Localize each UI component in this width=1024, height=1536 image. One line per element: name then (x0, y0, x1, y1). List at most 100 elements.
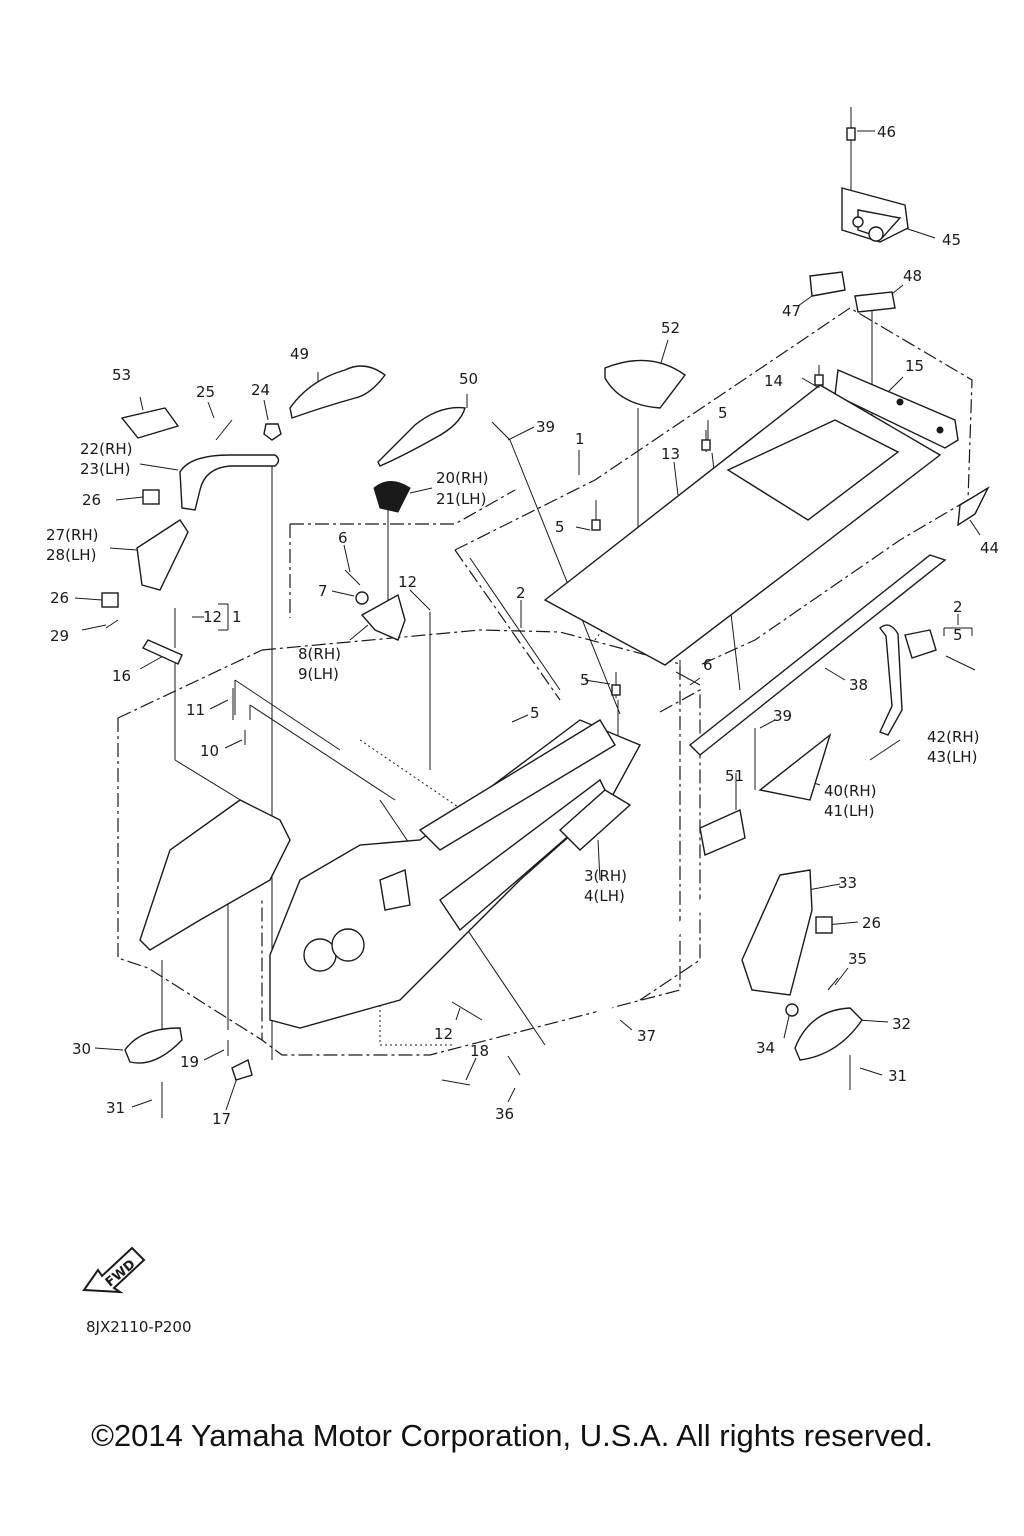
part-7-nut (355, 591, 369, 605)
callout-1: 1 (232, 608, 242, 626)
part-5-rivet-d (945, 655, 976, 671)
callout-19: 19 (180, 1053, 199, 1071)
part-53-pad (120, 407, 180, 439)
part-51-block (699, 808, 746, 856)
callout-26: 26 (862, 914, 881, 932)
part-26-clip-b (101, 592, 119, 608)
group-1-edge (454, 549, 561, 701)
callout-14: 14 (764, 372, 783, 390)
callout-18: 18 (470, 1042, 489, 1060)
part-20-boot (373, 481, 411, 513)
group-2-outline (261, 629, 681, 1056)
part-32-foothold (794, 1007, 863, 1061)
callout-1: 1 (575, 430, 585, 448)
callout-12: 12 (434, 1025, 453, 1043)
part-22-bracket (179, 454, 280, 511)
callout-30: 30 (72, 1040, 91, 1058)
callout-4: 4(LH) (584, 887, 625, 905)
part-25-screw (215, 419, 233, 441)
callout-8: 8(RH) (298, 645, 341, 663)
main-frame (139, 719, 641, 1029)
part-52-pad (604, 359, 686, 409)
callout-labels: 46 45 48 47 52 15 14 5 13 1 39 49 50 53 … (46, 123, 999, 1128)
right-mid-outline (639, 688, 701, 1001)
part-49-pad (289, 365, 386, 419)
callout-48: 48 (903, 267, 922, 285)
part-30-foothold (124, 1027, 183, 1064)
callout-5: 5 (718, 404, 728, 422)
part-16-plate (141, 639, 183, 665)
part-46-rivet (846, 107, 856, 141)
part-6-pin-b (675, 671, 701, 686)
part-24-nut (263, 423, 282, 441)
callout-29: 29 (50, 627, 69, 645)
callout-53: 53 (112, 366, 131, 384)
callout-23: 23(LH) (80, 460, 130, 478)
callout-9: 9(LH) (298, 665, 339, 683)
callout-6: 6 (338, 529, 348, 547)
callout-43: 43(LH) (927, 748, 977, 766)
callout-5: 5 (530, 704, 540, 722)
part-17-plate (231, 1058, 253, 1081)
callout-32: 32 (892, 1015, 911, 1033)
part-5-rivet-c (611, 672, 621, 698)
part-42-rod (879, 624, 903, 736)
callout-22: 22(RH) (80, 440, 133, 458)
part-35-screw (827, 977, 839, 991)
part-45-bracket (841, 187, 909, 243)
callout-39: 39 (773, 707, 792, 725)
callout-7: 7 (318, 582, 328, 600)
part-38-rail (688, 554, 947, 756)
callout-2: 2 (953, 598, 963, 616)
callout-16: 16 (112, 667, 131, 685)
part-2-bracket (904, 629, 937, 659)
part-27-bracket (136, 519, 189, 591)
part-15-rail (834, 368, 959, 449)
callout-15: 15 (905, 357, 924, 375)
callout-12: 12 (203, 608, 222, 626)
part-14-rivet (814, 365, 824, 388)
callout-31: 31 (888, 1067, 907, 1085)
callout-6: 6 (703, 656, 713, 674)
callout-37: 37 (637, 1027, 656, 1045)
part-8-bracket (360, 593, 406, 641)
callout-5: 5 (953, 626, 963, 644)
drawing-code: 8JX2110-P200 (86, 1318, 192, 1336)
callout-49: 49 (290, 345, 309, 363)
callout-35: 35 (848, 950, 867, 968)
part-12-rivet-c (451, 1001, 483, 1021)
callout-36: 36 (495, 1105, 514, 1123)
callout-51: 51 (725, 767, 744, 785)
part-33-plate (741, 869, 813, 996)
callout-11: 11 (186, 701, 205, 719)
callout-27: 27(RH) (46, 526, 99, 544)
part-5-rivet-a (701, 430, 711, 452)
callout-12: 12 (398, 573, 417, 591)
callout-50: 50 (459, 370, 478, 388)
callout-41: 41(LH) (824, 802, 874, 820)
callout-46: 46 (877, 123, 896, 141)
part-39-rivet-top (491, 421, 511, 441)
callout-34: 34 (756, 1039, 775, 1057)
callout-3: 3(RH) (584, 867, 627, 885)
callout-33: 33 (838, 874, 857, 892)
copyright-notice: ©2014 Yamaha Motor Corporation, U.S.A. A… (91, 1418, 933, 1453)
part-26-clip-a (142, 489, 160, 505)
callout-38: 38 (849, 676, 868, 694)
forward-arrow-icon: FWD (82, 1246, 146, 1294)
part-13-tunnel (543, 384, 942, 670)
callout-24: 24 (251, 381, 270, 399)
callout-26: 26 (50, 589, 69, 607)
part-50-pad (377, 406, 466, 467)
part-44-flap (957, 486, 990, 527)
callout-5: 5 (580, 671, 590, 689)
part-34-bolt (785, 1003, 799, 1017)
part-26-clip-c (815, 916, 833, 934)
part-47-pad (809, 271, 846, 297)
callout-45: 45 (942, 231, 961, 249)
callout-10: 10 (200, 742, 219, 760)
callout-42: 42(RH) (927, 728, 980, 746)
callout-25: 25 (196, 383, 215, 401)
